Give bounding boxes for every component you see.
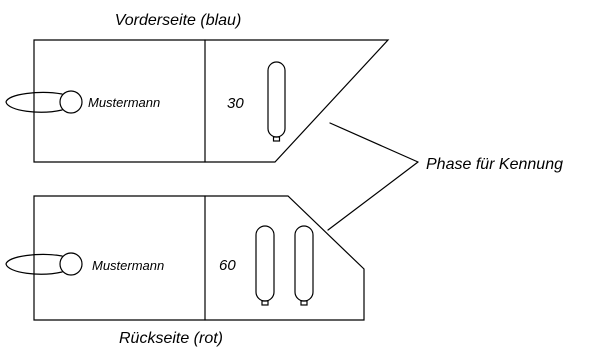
back-lanyard-icon [5,253,63,275]
back-number-label: 60 [219,257,236,274]
front-lanyard-icon [5,91,63,113]
phase-pointer-lower [327,161,419,231]
front-name-label: Mustermann [88,95,160,110]
back-card-outline [33,195,365,321]
front-card-outline [33,39,390,163]
front-hole-icon [59,90,83,114]
back-name-label: Mustermann [92,258,164,273]
back-gas-cylinder-icon-left [255,225,275,306]
front-card: Mustermann 30 [5,39,390,163]
front-side-title: Vorderseite (blau) [115,12,242,29]
front-gas-cylinder-icon [267,61,286,142]
phase-label: Phase für Kennung [426,156,563,173]
front-number-label: 30 [227,95,244,112]
back-hole-icon [59,252,83,276]
back-card: Mustermann 60 [5,195,365,321]
phase-pointer-upper [329,122,419,163]
phase-callout: Phase für Kennung [327,122,563,231]
back-side-title: Rückseite (rot) [119,330,223,347]
back-gas-cylinder-icon-right [294,225,314,306]
